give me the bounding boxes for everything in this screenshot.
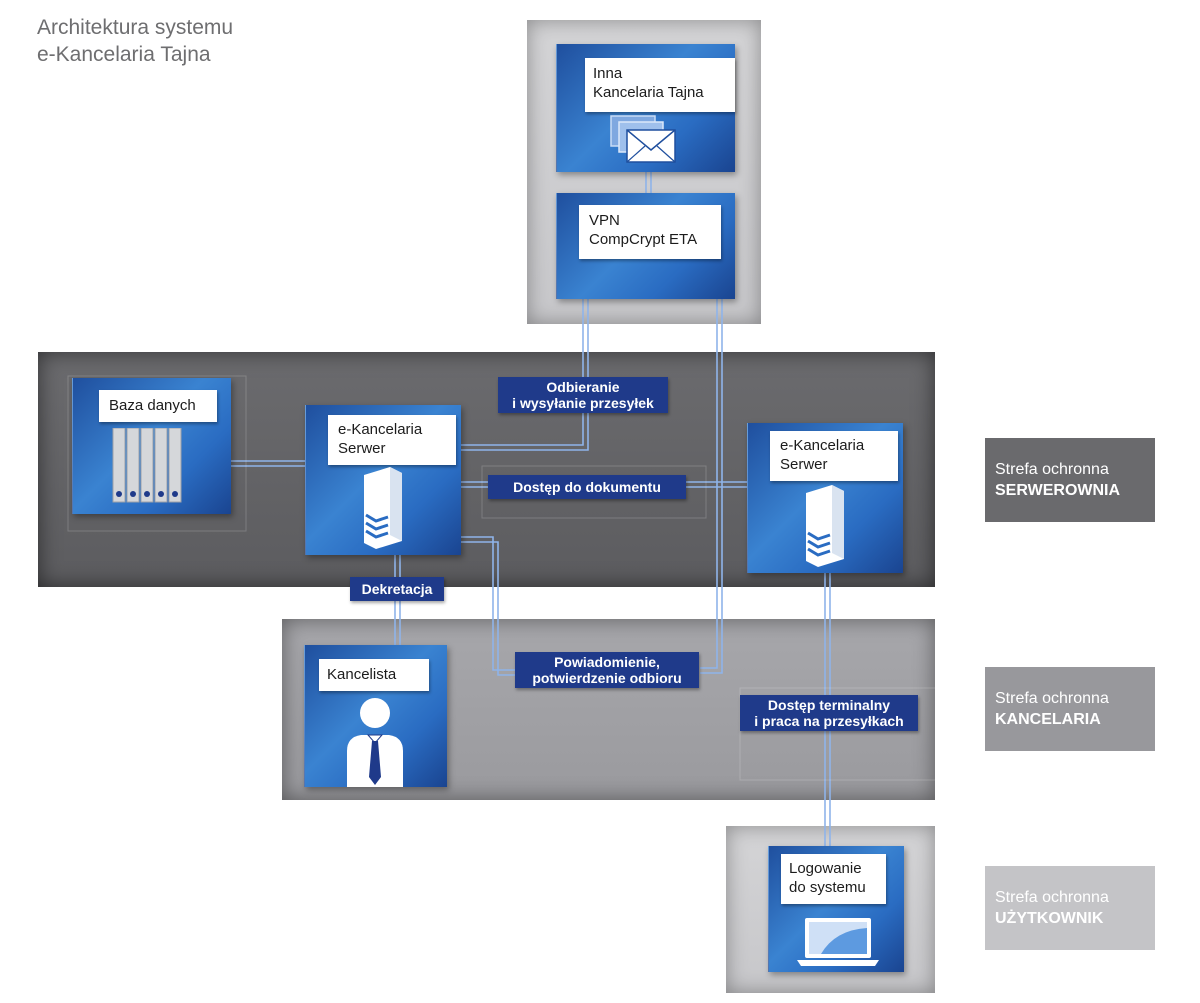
line-inna-vpn <box>645 172 652 194</box>
laptop-icon <box>797 918 879 966</box>
line-vpn-powiadomienie <box>700 298 723 674</box>
tag-dekretacja: Dekretacja <box>350 577 444 601</box>
tag-dostep-terminalny: Dostęp terminalny i praca na przesyłkach <box>740 695 918 731</box>
node-serwer-right-label: e-Kancelaria Serwer <box>770 431 898 481</box>
node-baza-danych[interactable]: Baza danych <box>72 378 231 514</box>
node-serwer-left[interactable]: e-Kancelaria Serwer <box>305 405 461 555</box>
line-vpn-serwer <box>460 298 589 451</box>
envelope-icon <box>610 115 676 163</box>
node-inna-kancelaria-label: Inna Kancelaria Tajna <box>585 58 735 112</box>
node-logowanie-label: Logowanie do systemu <box>781 854 886 904</box>
node-kancelista-label: Kancelista <box>319 659 429 691</box>
line-serwer-powiadomienie <box>460 536 517 676</box>
server-icon <box>806 485 844 567</box>
server-icon <box>364 467 402 549</box>
node-logowanie[interactable]: Logowanie do systemu <box>768 846 904 972</box>
diagram-title: Architektura systemu e-Kancelaria Tajna <box>37 14 233 68</box>
line-baza-serwer <box>228 460 305 467</box>
title-line-2: e-Kancelaria Tajna <box>37 43 211 66</box>
node-baza-danych-label: Baza danych <box>99 390 217 422</box>
tag-powiadomienie: Powiadomienie, potwierdzenie odbioru <box>515 652 699 688</box>
tag-odbieranie: Odbieranie i wysyłanie przesyłek <box>498 377 668 413</box>
node-kancelista[interactable]: Kancelista <box>304 645 447 787</box>
legend-uzytkownik: Strefa ochronna UŻYTKOWNIK <box>985 866 1155 950</box>
database-icon <box>112 428 182 503</box>
node-serwer-right[interactable]: e-Kancelaria Serwer <box>747 423 903 573</box>
legend-serwerownia: Strefa ochronna SERWEROWNIA <box>985 438 1155 522</box>
legend-kancelaria: Strefa ochronna KANCELARIA <box>985 667 1155 751</box>
node-vpn[interactable]: VPN CompCrypt ETA <box>556 193 735 299</box>
user-icon <box>347 698 403 787</box>
node-serwer-left-label: e-Kancelaria Serwer <box>328 415 456 465</box>
tag-dostep-dokumentu: Dostęp do dokumentu <box>488 475 686 499</box>
title-line-1: Architektura systemu <box>37 16 234 39</box>
node-vpn-label: VPN CompCrypt ETA <box>579 205 721 259</box>
node-inna-kancelaria[interactable]: Inna Kancelaria Tajna <box>556 44 735 172</box>
